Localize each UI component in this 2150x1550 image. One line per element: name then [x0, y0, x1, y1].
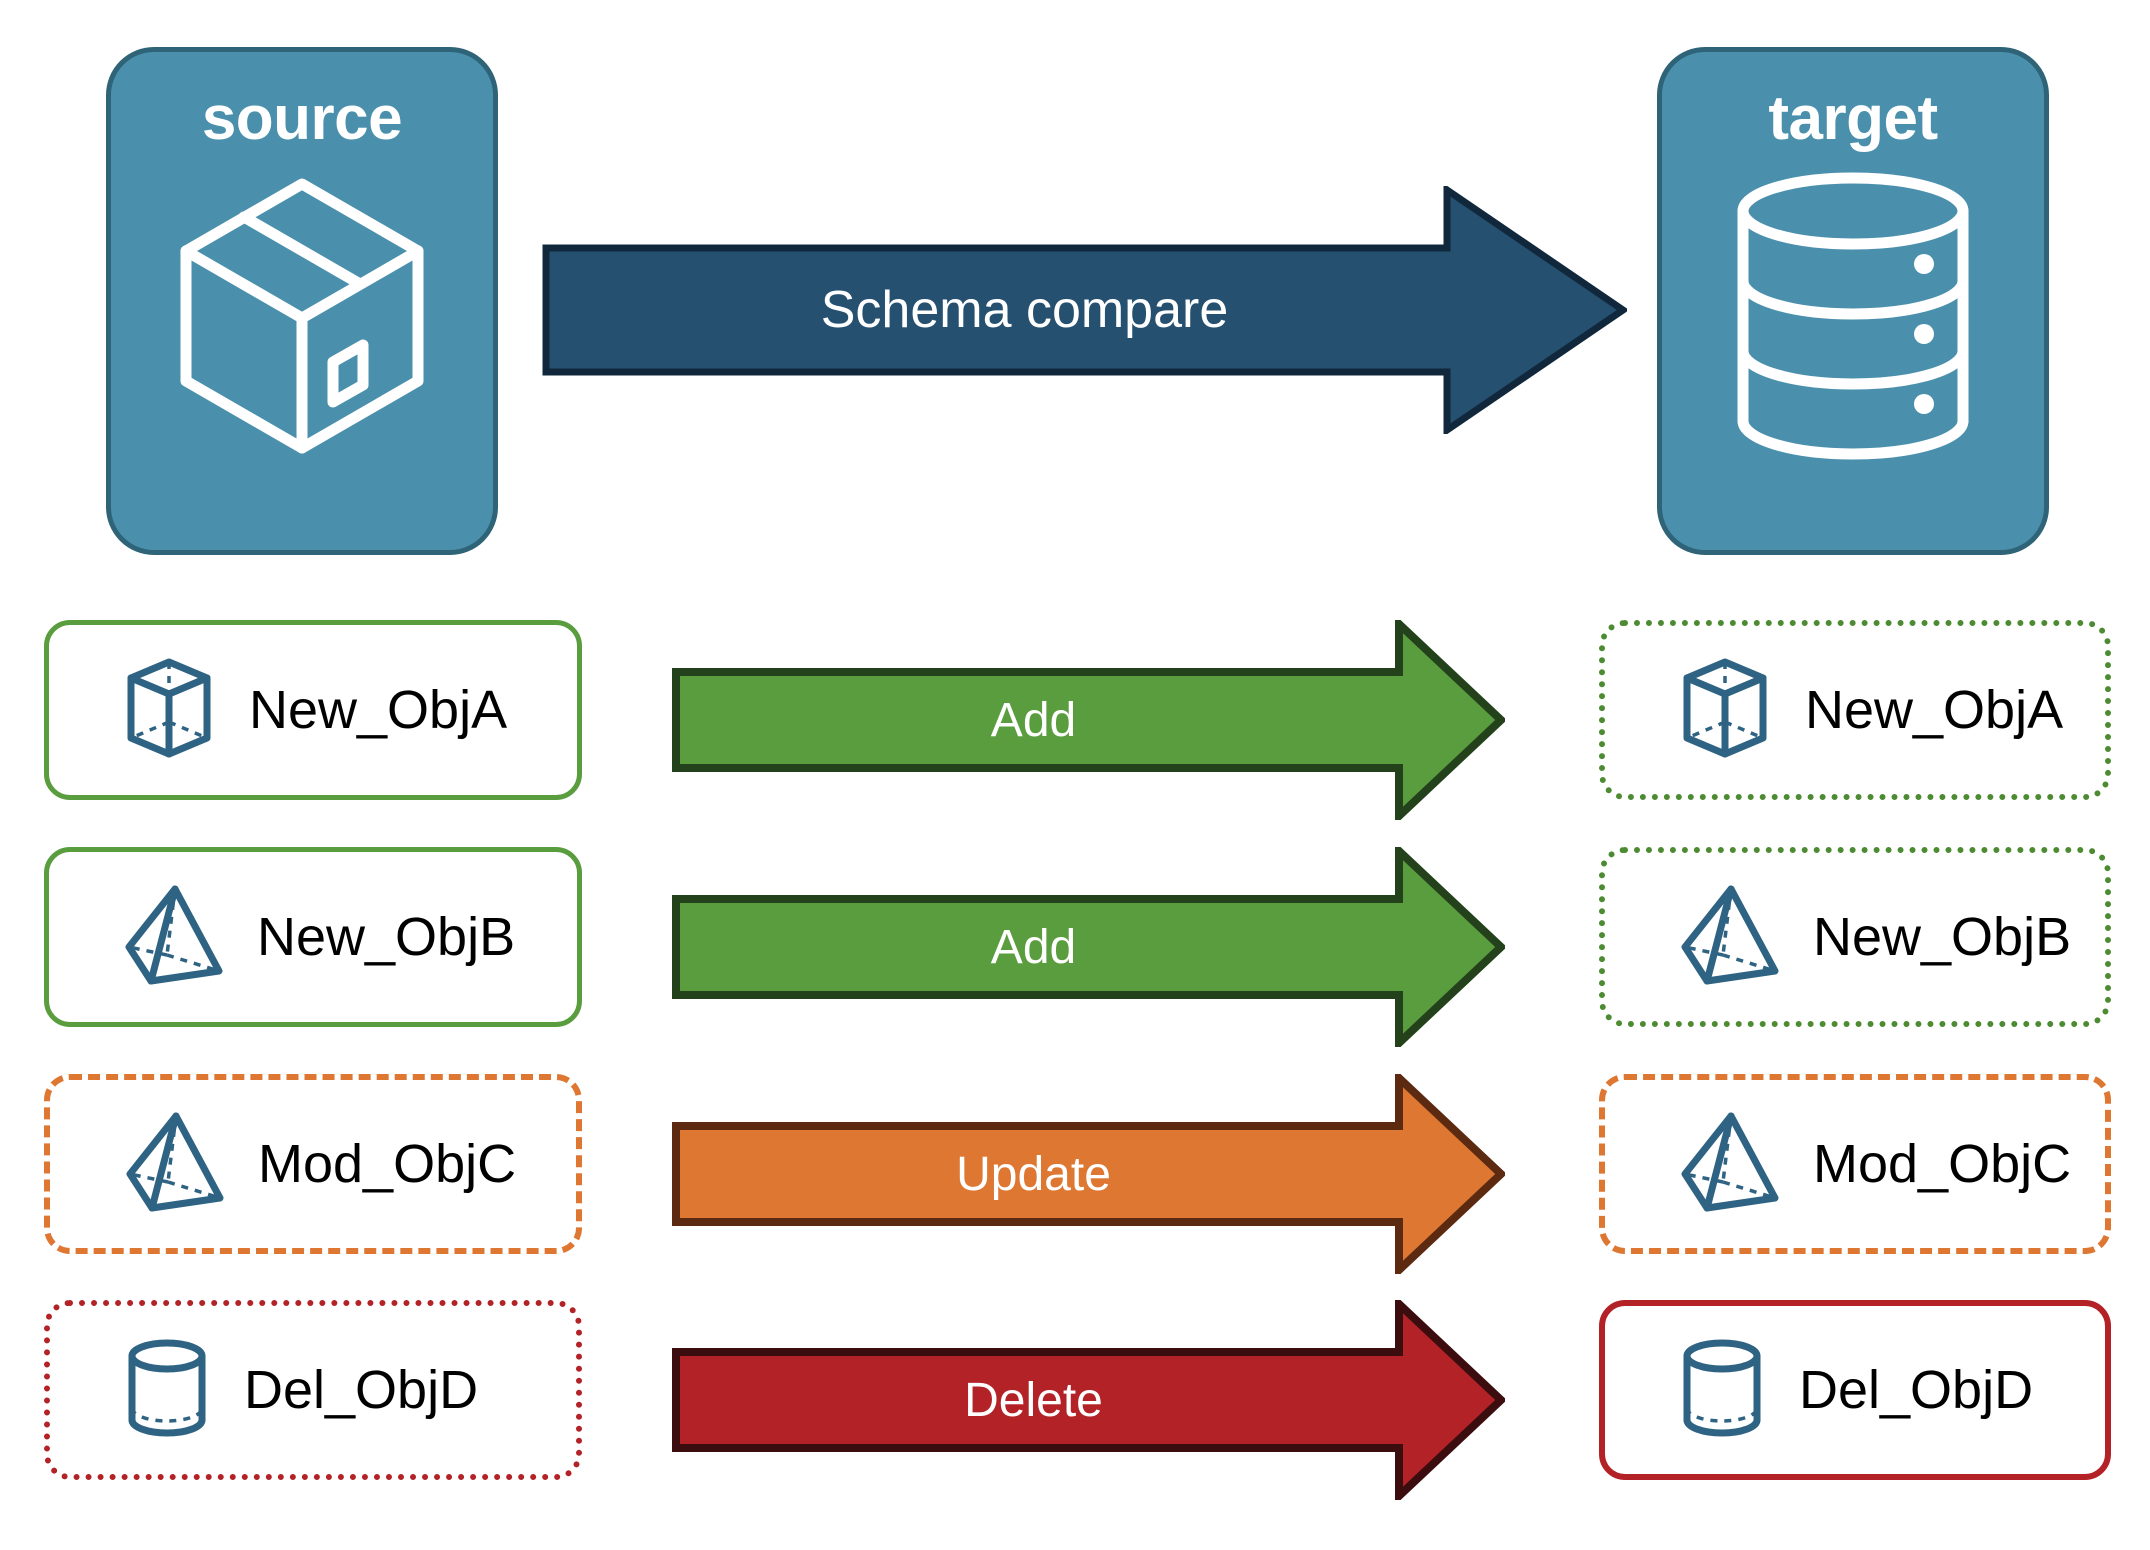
source-object-card[interactable]: Del_ObjD [44, 1300, 582, 1480]
endpoint-title-target: target [1768, 84, 1938, 153]
target-object-card[interactable]: Mod_ObjC [1599, 1074, 2111, 1254]
schema-compare-arrow[interactable]: Schema compare [542, 186, 1627, 434]
endpoint-title-source: source [201, 84, 403, 153]
source-object-label: New_ObjB [257, 907, 516, 967]
database-cylinder-icon [1728, 166, 1978, 471]
action-arrow-update[interactable]: Update [672, 1074, 1505, 1274]
source-object-card[interactable]: New_ObjA [44, 620, 582, 800]
source-object-label: Del_ObjD [244, 1360, 479, 1420]
source-object-label: New_ObjA [249, 680, 508, 740]
wireframe-pyramid-icon [123, 883, 223, 992]
target-object-label: New_ObjB [1813, 907, 2072, 967]
box-3d-icon [167, 166, 437, 461]
source-object-label: Mod_ObjC [258, 1134, 517, 1194]
source-object-card[interactable]: New_ObjB [44, 847, 582, 1027]
endpoint-card-source[interactable]: source [106, 47, 498, 555]
target-object-card[interactable]: Del_ObjD [1599, 1300, 2111, 1480]
action-arrow-add[interactable]: Add [672, 620, 1505, 820]
endpoint-card-target[interactable]: target [1657, 47, 2049, 555]
wireframe-cube-icon [123, 656, 215, 765]
wireframe-cylinder-icon [124, 1336, 210, 1445]
action-arrow-add[interactable]: Add [672, 847, 1505, 1047]
wireframe-cylinder-icon [1679, 1336, 1765, 1445]
target-object-card[interactable]: New_ObjB [1599, 847, 2111, 1027]
target-object-label: Del_ObjD [1799, 1360, 2034, 1420]
source-object-card[interactable]: Mod_ObjC [44, 1074, 582, 1254]
target-object-label: New_ObjA [1805, 680, 2064, 740]
wireframe-cube-icon [1679, 656, 1771, 765]
wireframe-pyramid-icon [1679, 883, 1779, 992]
wireframe-pyramid-icon [1679, 1110, 1779, 1219]
target-object-label: Mod_ObjC [1813, 1134, 2072, 1194]
target-object-card[interactable]: New_ObjA [1599, 620, 2111, 800]
wireframe-pyramid-icon [124, 1110, 224, 1219]
action-arrow-delete[interactable]: Delete [672, 1300, 1505, 1500]
